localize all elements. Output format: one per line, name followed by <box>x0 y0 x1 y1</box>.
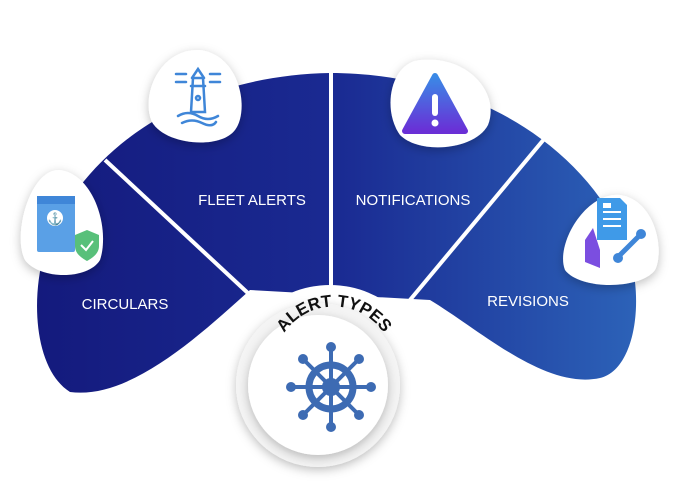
segment-label: REVISIONS <box>487 293 569 310</box>
segment-label: FLEET ALERTS <box>198 192 306 209</box>
segment-notifications[interactable]: NOTIFICATIONS <box>356 192 471 209</box>
segment-revisions[interactable]: REVISIONS <box>487 293 569 310</box>
fan-background <box>37 73 637 393</box>
lighthouse-icon <box>174 66 222 127</box>
notifications-icon-bubble <box>390 59 491 148</box>
svg-text:⚓: ⚓ <box>48 212 63 226</box>
ship-wheel-icon <box>286 342 376 432</box>
document-wrench-icon <box>585 198 646 268</box>
center-hub[interactable]: ALERT TYPES <box>236 291 400 467</box>
segment-fleet-alerts[interactable]: FLEET ALERTS <box>198 192 306 209</box>
circulars-icon-bubble: ⚓ <box>20 169 104 275</box>
segment-label: CIRCULARS <box>82 296 169 313</box>
segment-label: NOTIFICATIONS <box>356 192 471 209</box>
revisions-icon-bubble <box>563 194 659 285</box>
anchor-document-shield-icon: ⚓ <box>37 196 99 261</box>
warning-triangle-icon <box>402 73 468 134</box>
segment-circulars[interactable]: CIRCULARS <box>82 296 169 313</box>
fleet-alerts-icon-bubble <box>148 49 242 143</box>
segment-dividers <box>103 70 562 302</box>
